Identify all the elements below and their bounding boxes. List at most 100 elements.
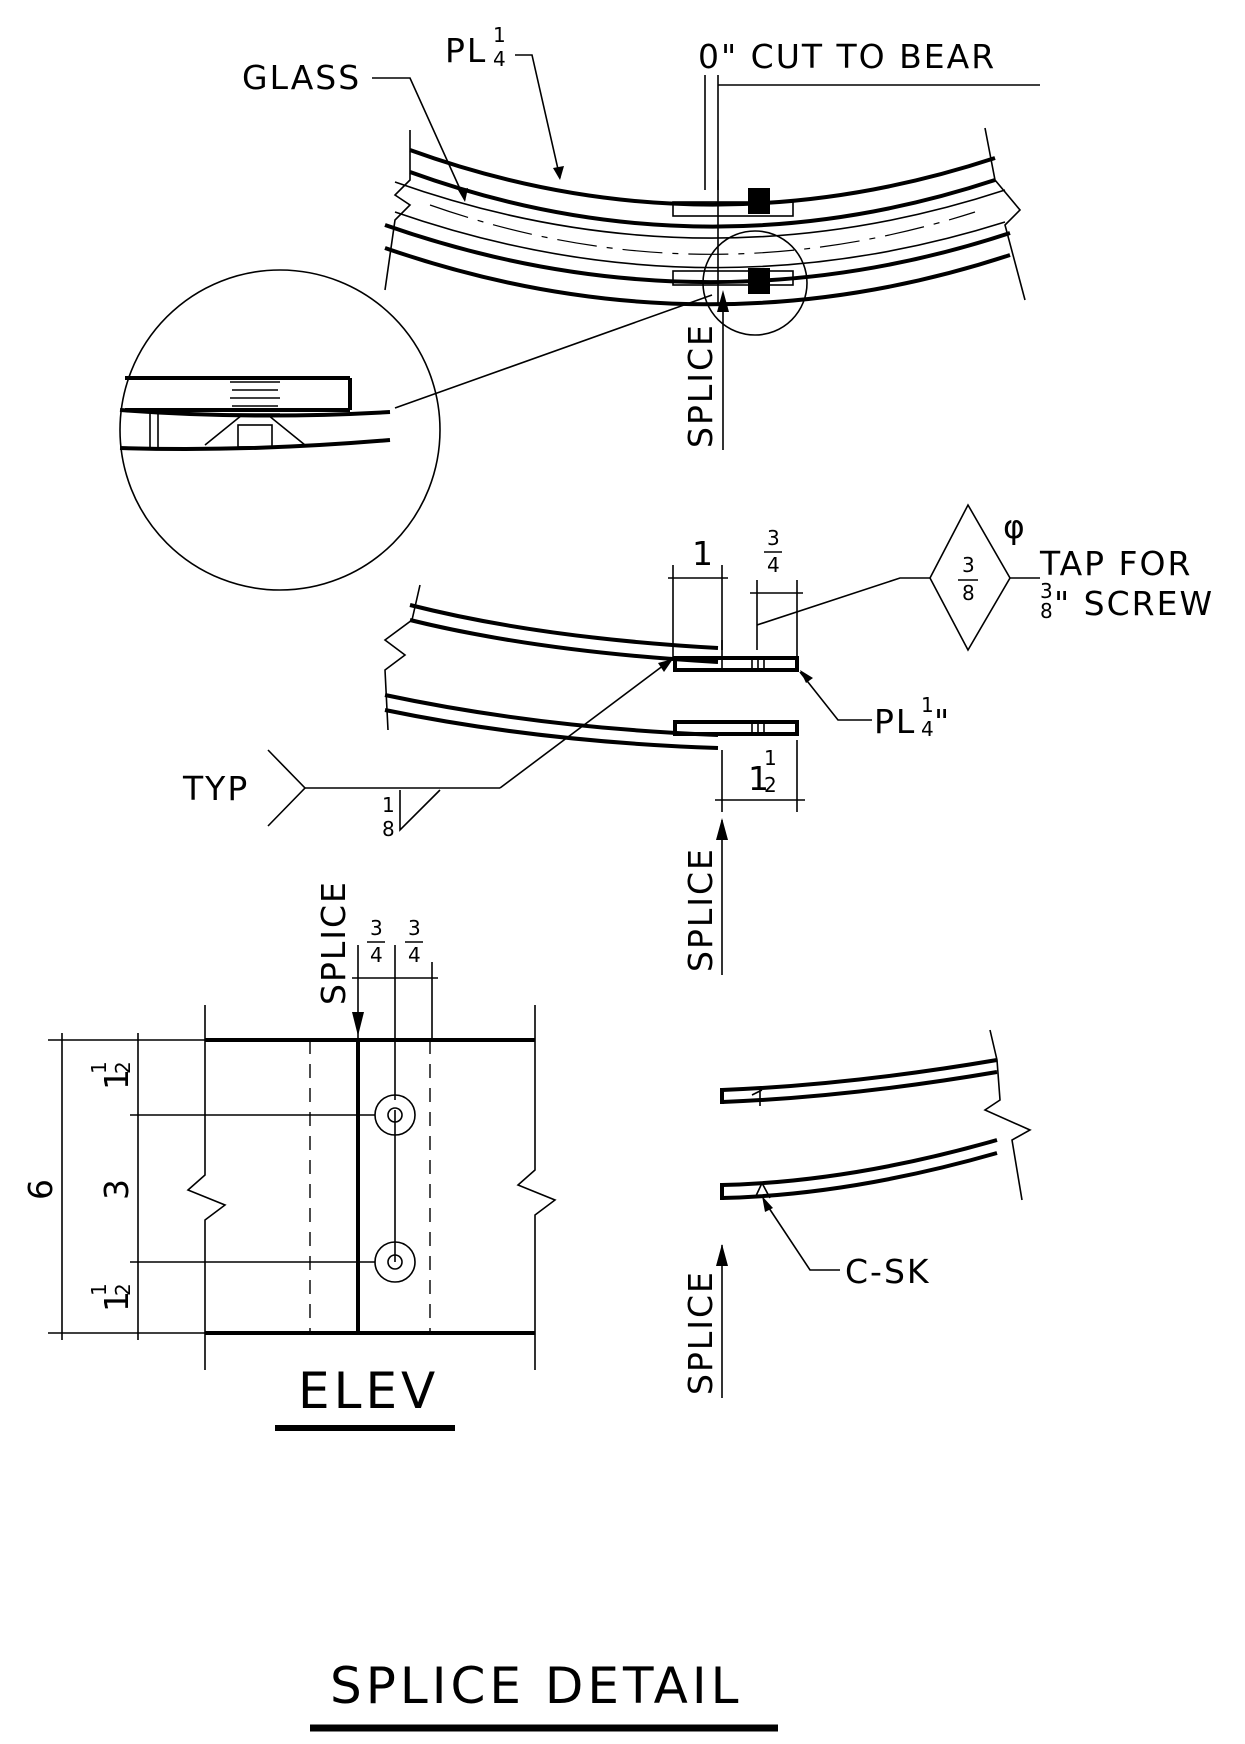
- splice-arrow-head-3: [352, 1012, 364, 1036]
- detail-screw-thread: [230, 381, 280, 415]
- tap-leader: [756, 577, 930, 626]
- pl-quarter-top-label: PL: [445, 31, 487, 70]
- pl-quarter-mid-leader: [799, 671, 872, 721]
- mid-upper-plate-outer: [409, 603, 719, 650]
- svg-text:1: 1: [764, 746, 777, 770]
- svg-text:3: 3: [370, 916, 383, 940]
- svg-text:8: 8: [1040, 599, 1053, 623]
- c-sk-leader-arrow: [762, 1196, 773, 1212]
- top-leaders: GLASS PL 1 4 0" CUT TO BEAR: [242, 23, 1040, 409]
- svg-text:1: 1: [87, 1061, 111, 1074]
- enlarged-detail: [119, 269, 441, 591]
- cs-upper-plate-outer: [721, 1058, 998, 1092]
- elev-dim-34-right: 3 4: [405, 916, 423, 967]
- splice-label-4: SPLICE: [681, 1270, 720, 1395]
- typ-label: TYP: [182, 769, 249, 808]
- top-splice-plate-upper: [672, 201, 794, 217]
- pl-quarter-mid-arrow: [800, 670, 813, 683]
- top-upper-plate-inner: [409, 170, 996, 229]
- svg-text:3: 3: [962, 553, 975, 577]
- splice-label-3: SPLICE: [314, 880, 353, 1005]
- svg-text:3: 3: [408, 916, 421, 940]
- svg-text:": ": [934, 702, 951, 741]
- splice-arrow-head-4: [716, 1244, 728, 1266]
- glass-centerline: [429, 204, 976, 255]
- cs-lower-plate-inner: [721, 1151, 998, 1200]
- cut-to-bear-label: 0" CUT TO BEAR: [698, 37, 996, 76]
- middle-section-view: 1 3 4 3 8 φ TAP FOR 3 8 " SCREW P: [182, 503, 1214, 975]
- top-lower-plate-outer: [384, 223, 1011, 284]
- svg-text:3: 3: [1040, 579, 1053, 603]
- svg-text:2: 2: [764, 773, 777, 797]
- pl-quarter-top: PL 1 4: [445, 23, 506, 71]
- detail-callout-leader: [394, 294, 713, 409]
- drawing-title: SPLICE DETAIL: [330, 1657, 742, 1715]
- elev-dim-34-left: 3 4: [367, 916, 385, 967]
- cs-upper-plate-inner: [721, 1070, 998, 1104]
- svg-text:8: 8: [962, 581, 975, 605]
- svg-text:8: 8: [382, 817, 395, 841]
- mid-splice-plate-upper: [673, 656, 799, 672]
- countersink-section-view: C-SK SPLICE: [681, 1029, 1032, 1398]
- screw-label: 3 8 " SCREW: [1040, 579, 1214, 623]
- pl-quarter-mid: PL 1 4 ": [874, 693, 951, 741]
- top-upper-plate-outer: [409, 148, 996, 207]
- elevation-view: 3 4 3 4 SPLICE 6 3 1 1 2 1 1 2 ELEV: [21, 880, 557, 1431]
- weld-size-label: 1 8: [382, 793, 395, 841]
- detail-callout-circle-large: [119, 269, 441, 591]
- svg-text:4: 4: [493, 47, 506, 71]
- svg-text:" SCREW: " SCREW: [1054, 584, 1214, 623]
- mid-break-line: [383, 584, 421, 731]
- svg-text:1: 1: [97, 1067, 136, 1090]
- elev-dim-6-label: 6: [21, 1177, 60, 1200]
- elev-break-right: [516, 1005, 557, 1370]
- mid-lower-plate-inner: [384, 708, 719, 750]
- elev-title: ELEV: [298, 1362, 439, 1420]
- svg-text:1: 1: [921, 693, 934, 717]
- detail-callout-circle-small: [702, 230, 808, 336]
- svg-text:4: 4: [767, 553, 780, 577]
- cs-mark-lower: [754, 1181, 771, 1199]
- weld-leader: [499, 661, 669, 789]
- svg-text:1: 1: [493, 23, 506, 47]
- tap-for-label: TAP FOR: [1039, 544, 1192, 583]
- mid-screw-upper: [751, 656, 765, 670]
- svg-text:2: 2: [111, 1061, 135, 1074]
- svg-text:1: 1: [748, 759, 771, 798]
- break-line-left: [384, 130, 412, 291]
- cs-mark-upper: [751, 1088, 763, 1106]
- svg-text:1: 1: [97, 1289, 136, 1312]
- weld-tail: [267, 749, 307, 827]
- top-lower-plate-inner: [384, 246, 1011, 307]
- glass-line-bottom: [394, 211, 1006, 269]
- pl-quarter-top-arrow: [553, 166, 564, 180]
- mid-lower-plate-outer: [384, 693, 719, 737]
- detail-countersink: [204, 414, 306, 446]
- elev-dim-112-top: 1 1 2: [87, 1061, 136, 1090]
- glass-label: GLASS: [242, 58, 361, 97]
- elev-break-left: [186, 1005, 227, 1370]
- detail-screw-head: [237, 424, 273, 448]
- c-sk-label: C-SK: [845, 1252, 931, 1291]
- screw-lower-top: [748, 268, 770, 294]
- detail-glass-bottom: [119, 438, 391, 451]
- svg-text:4: 4: [921, 717, 934, 741]
- dim-1-label: 1: [692, 534, 715, 573]
- top-section-view: SPLICE: [384, 127, 1026, 450]
- svg-text:4: 4: [370, 943, 383, 967]
- elev-dim-3-label: 3: [97, 1177, 136, 1200]
- dim-112-label: 1 1 2: [748, 746, 777, 798]
- mid-splice-plate-lower: [673, 720, 799, 736]
- splice-arrow-head-1: [717, 290, 729, 312]
- splice-label-1: SPLICE: [681, 323, 720, 448]
- dim-34-label: 3 4: [764, 526, 782, 577]
- weld-leader-arrow: [658, 659, 673, 672]
- pl-quarter-top-leader: [515, 54, 561, 179]
- cs-lower-plate-outer: [721, 1138, 998, 1187]
- top-splice-plate-lower: [672, 270, 794, 286]
- elev-dim-112-bottom: 1 1 2: [87, 1283, 136, 1312]
- svg-text:1: 1: [382, 793, 395, 817]
- svg-text:PL: PL: [874, 702, 916, 741]
- svg-text:4: 4: [408, 943, 421, 967]
